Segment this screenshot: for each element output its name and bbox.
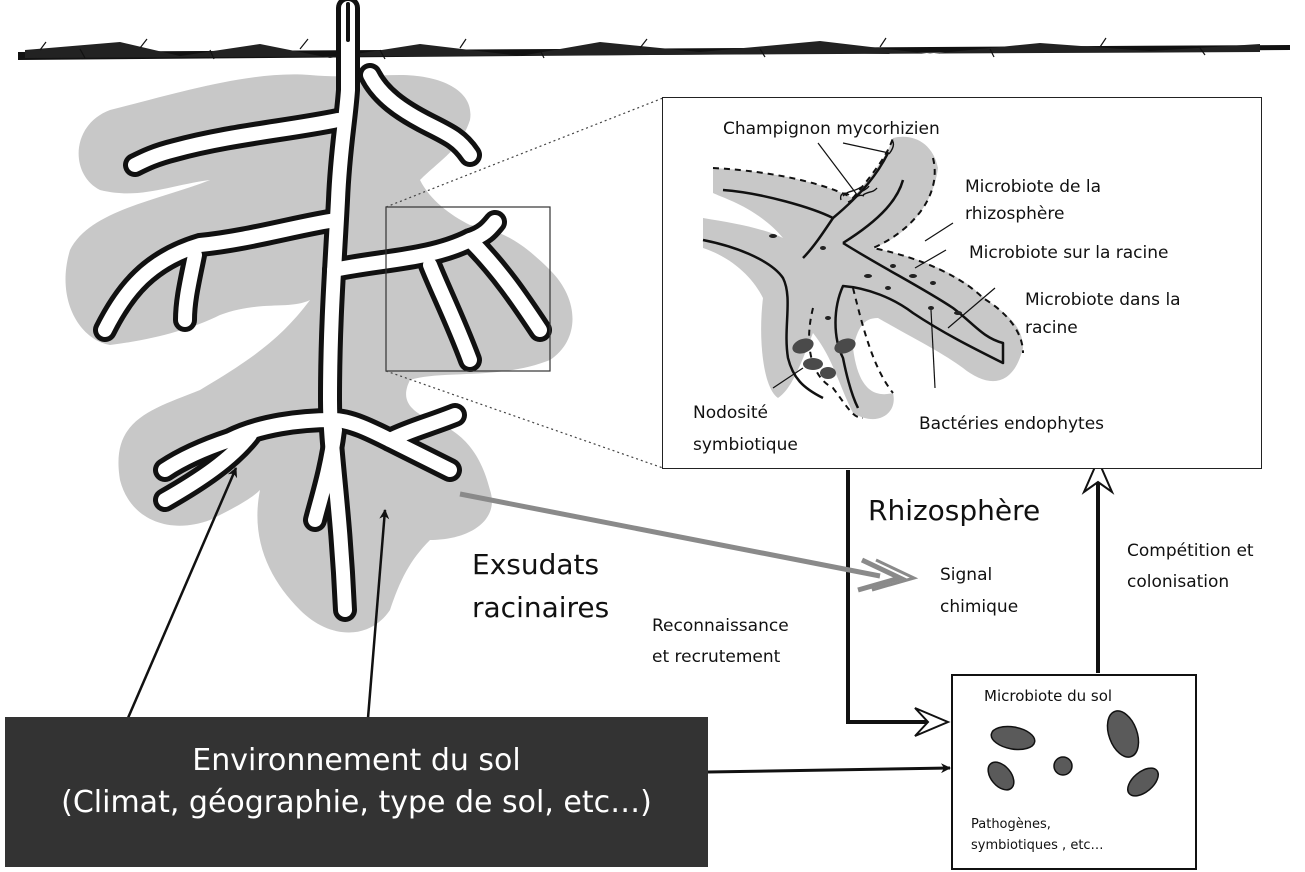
label-nodule-2: symbiotique bbox=[693, 435, 798, 455]
label-rhizosphere-microbiota-1: Microbiote de la bbox=[965, 177, 1101, 197]
recognition-label-2: et recrutement bbox=[652, 647, 780, 667]
label-root-inside-microbiota-2: racine bbox=[1025, 318, 1078, 338]
environment-to-soil-arrow bbox=[708, 768, 950, 772]
label-root-inside-microbiota-1: Microbiote dans la bbox=[1025, 290, 1181, 310]
label-endophytes: Bactéries endophytes bbox=[919, 414, 1104, 434]
recognition-label-1: Reconnaissance bbox=[652, 616, 789, 636]
signal-label-2: chimique bbox=[940, 597, 1018, 617]
label-mycorrhizal-fungus: Champignon mycorhizien bbox=[723, 119, 940, 139]
environment-box: Environnement du sol (Climat, géographie… bbox=[5, 717, 708, 867]
soil-box-footer-1: Pathogènes, bbox=[971, 817, 1051, 832]
soil-surface-line bbox=[18, 38, 1290, 60]
rhizosphere-label: Rhizosphère bbox=[868, 494, 1040, 527]
zoom-panel: Champignon mycorhizien Microbiote de la … bbox=[662, 97, 1262, 469]
competition-label-2: colonisation bbox=[1127, 572, 1229, 592]
soil-box-title: Microbiote du sol bbox=[984, 688, 1112, 706]
colonisation-arrow bbox=[1084, 460, 1112, 673]
soil-box-footer-2: symbiotiques , etc… bbox=[971, 838, 1104, 853]
environment-line-1: Environnement du sol bbox=[5, 743, 708, 778]
competition-label-1: Compétition et bbox=[1127, 541, 1254, 561]
exudates-label-1: Exsudats bbox=[472, 548, 599, 581]
soil-microbiota-box: Microbiote du sol Pathogènes, symbiotiqu… bbox=[951, 674, 1197, 870]
label-root-surface-microbiota: Microbiote sur la racine bbox=[969, 243, 1168, 263]
environment-line-2: (Climat, géographie, type de sol, etc…) bbox=[5, 785, 708, 820]
exudates-label-2: racinaires bbox=[472, 591, 609, 624]
signal-label-1: Signal bbox=[940, 565, 992, 585]
label-rhizosphere-microbiota-2: rhizosphère bbox=[965, 204, 1064, 224]
label-nodule-1: Nodosité bbox=[693, 403, 768, 423]
